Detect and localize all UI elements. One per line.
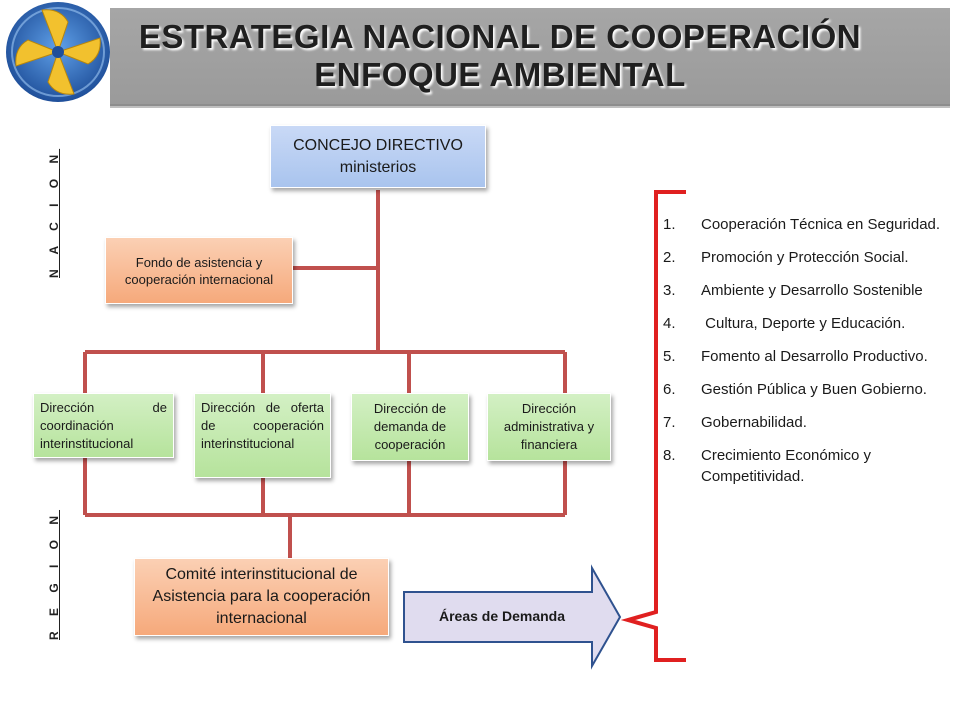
fondo-asistencia-box: Fondo de asistencia y cooperación intern… <box>105 237 293 304</box>
list-item-number: 1. <box>663 216 676 233</box>
list-item-number: 2. <box>663 249 676 266</box>
list-item-number: 8. <box>663 447 676 464</box>
list-item: 5. Fomento al Desarrollo Productivo. <box>663 346 953 367</box>
areas-bracket <box>620 190 686 662</box>
comite-label: Comité interinstitucional de Asistencia … <box>152 566 371 627</box>
list-item-number: 5. <box>663 348 676 365</box>
page-title-line2: ENFOQUE AMBIENTAL <box>314 56 686 93</box>
direccion-demanda-box: Dirección de demanda de cooperación <box>351 393 469 461</box>
areas-list: 1. Cooperación Técnica en Seguridad. 2. Pr… <box>663 214 953 499</box>
direccion-label: Dirección de demanda de cooperación <box>373 401 447 452</box>
areas-demanda-arrow <box>403 564 622 670</box>
direccion-label: Dirección de coordinación interinstituci… <box>40 400 167 451</box>
side-label-nacion: N A C I O N <box>47 148 61 278</box>
direccion-administrativa-box: Dirección administrativa y financiera <box>487 393 611 461</box>
list-item-number: 6. <box>663 381 676 398</box>
concejo-subtitle: ministerios <box>339 158 417 176</box>
list-item: 7. Gobernabilidad. <box>663 412 953 433</box>
page-title-line1: ESTRATEGIA NACIONAL DE COOPERACIÓN <box>138 18 862 55</box>
list-item-text: Promoción y Protección Social. <box>701 249 909 266</box>
comite-interinstitucional-box: Comité interinstitucional de Asistencia … <box>134 558 389 636</box>
areas-demanda-label: Áreas de Demanda <box>438 608 566 624</box>
fondo-label: Fondo de asistencia y cooperación intern… <box>124 254 274 287</box>
direccion-label: Dirección de oferta de cooperación inter… <box>201 400 324 451</box>
list-item-text: Fomento al Desarrollo Productivo. <box>701 348 928 365</box>
list-item-text: Ambiente y Desarrollo Sostenible <box>701 282 923 299</box>
concejo-title: CONCEJO DIRECTIVO <box>293 136 463 154</box>
list-item: 4. Cultura, Deporte y Educación. <box>663 313 953 334</box>
concejo-directivo-box: CONCEJO DIRECTIVO ministerios <box>270 125 486 188</box>
list-item-text: Gobernabilidad. <box>701 414 807 431</box>
list-item-number: 3. <box>663 282 676 299</box>
side-label-region: R E G I O N <box>47 509 61 640</box>
list-item: 3. Ambiente y Desarrollo Sostenible <box>663 280 953 301</box>
list-item: 2. Promoción y Protección Social. <box>663 247 953 268</box>
direccion-coordinacion-box: Dirección de coordinación interinstituci… <box>33 393 174 458</box>
list-item: 8. Crecimiento Económico y Competitividad… <box>663 445 953 487</box>
list-item-text: Crecimiento Económico y Competitividad. <box>701 447 872 485</box>
header-shadow <box>110 104 950 108</box>
list-item-text: Gestión Pública y Buen Gobierno. <box>701 381 927 398</box>
header-band <box>110 8 950 106</box>
list-item-text: Cooperación Técnica en Seguridad. <box>701 216 941 233</box>
list-item-number: 4. <box>663 315 676 332</box>
pinwheel-logo-icon <box>6 2 110 102</box>
list-item: 6. Gestión Pública y Buen Gobierno. <box>663 379 953 400</box>
direccion-label: Dirección administrativa y financiera <box>503 401 595 452</box>
list-item-text: Cultura, Deporte y Educación. <box>701 315 906 332</box>
list-item: 1. Cooperación Técnica en Seguridad. <box>663 214 953 235</box>
direccion-oferta-box: Dirección de oferta de cooperación inter… <box>194 393 331 478</box>
list-item-number: 7. <box>663 414 676 431</box>
